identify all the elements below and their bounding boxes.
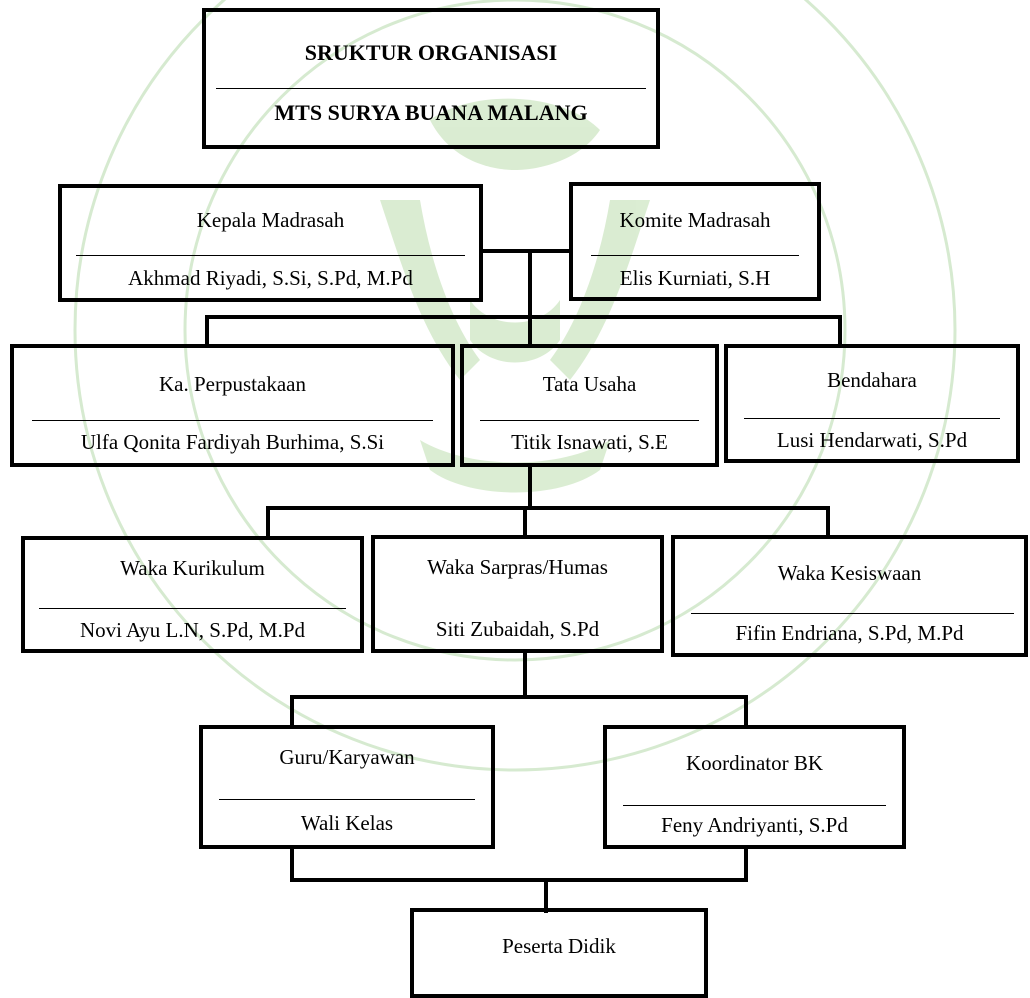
node-peserta-didik: Peserta Didik — [410, 908, 708, 998]
node-name: Elis Kurniati, S.H — [619, 266, 771, 290]
node-name: Siti Zubaidah, S.Pd — [435, 617, 600, 641]
node-bendahara: Bendahara Lusi Hendarwati, S.Pd — [724, 344, 1020, 463]
node-name: Novi Ayu L.N, S.Pd, M.Pd — [79, 618, 306, 642]
title-line-2: MTS SURYA BUANA MALANG — [274, 100, 588, 125]
node-role: Guru/Karyawan — [279, 745, 415, 769]
node-divider — [480, 420, 699, 421]
node-role: Kepala Madrasah — [196, 208, 345, 232]
node-role: Ka. Perpustakaan — [159, 372, 306, 396]
node-divider — [623, 805, 886, 806]
node-name: Akhmad Riyadi, S.Si, S.Pd, M.Pd — [128, 266, 413, 290]
node-role: Tata Usaha — [542, 372, 637, 396]
node-divider — [219, 799, 475, 800]
title-divider — [216, 88, 646, 89]
node-tata-usaha: Tata Usaha Titik Isnawati, S.E — [460, 344, 719, 467]
node-divider — [691, 613, 1014, 614]
node-name: Feny Andriyanti, S.Pd — [661, 813, 848, 837]
node-role: Peserta Didik — [502, 934, 616, 958]
node-guru-karyawan: Guru/Karyawan Wali Kelas — [199, 725, 495, 849]
node-divider — [591, 255, 799, 256]
node-divider — [32, 420, 433, 421]
node-role: Waka Sarpras/Humas — [427, 555, 608, 579]
org-chart-title: SRUKTUR ORGANISASI MTS SURYA BUANA MALAN… — [202, 8, 660, 149]
node-komite-madrasah: Komite Madrasah Elis Kurniati, S.H — [569, 182, 821, 301]
node-name: Wali Kelas — [300, 811, 394, 835]
node-role: Bendahara — [827, 368, 917, 392]
title-line-1: SRUKTUR ORGANISASI — [304, 40, 558, 65]
node-koordinator-bk: Koordinator BK Feny Andriyanti, S.Pd — [603, 725, 906, 849]
node-divider — [744, 418, 1000, 419]
node-divider — [76, 255, 465, 256]
node-role: Waka Kesiswaan — [777, 561, 922, 585]
node-waka-sarpras-humas: Waka Sarpras/Humas Siti Zubaidah, S.Pd — [371, 535, 664, 653]
node-role: Koordinator BK — [685, 751, 824, 775]
node-role: Waka Kurikulum — [120, 556, 265, 580]
org-connector-lines — [205, 249, 842, 913]
node-ka-perpustakaan: Ka. Perpustakaan Ulfa Qonita Fardiyah Bu… — [10, 344, 455, 467]
university-watermark — [73, 0, 957, 772]
node-waka-kesiswaan: Waka Kesiswaan Fifin Endriana, S.Pd, M.P… — [671, 535, 1028, 657]
node-name: Fifin Endriana, S.Pd, M.Pd — [735, 621, 964, 645]
node-role: Komite Madrasah — [619, 208, 771, 232]
node-name: Titik Isnawati, S.E — [511, 430, 668, 454]
node-kepala-madrasah: Kepala Madrasah Akhmad Riyadi, S.Si, S.P… — [58, 184, 483, 302]
node-waka-kurikulum: Waka Kurikulum Novi Ayu L.N, S.Pd, M.Pd — [21, 536, 364, 653]
node-name: Lusi Hendarwati, S.Pd — [776, 428, 968, 452]
node-divider — [39, 608, 346, 609]
node-name: Ulfa Qonita Fardiyah Burhima, S.Si — [80, 430, 385, 454]
